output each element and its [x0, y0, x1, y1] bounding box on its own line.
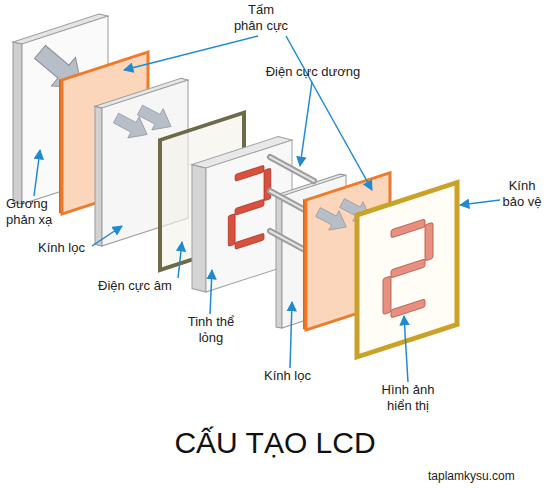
part-label: Điện cực âm — [98, 278, 198, 294]
part-label: Điện cực dương — [255, 64, 371, 80]
digit-segment — [264, 168, 271, 201]
digit-segment — [235, 165, 264, 181]
leader-line — [124, 36, 258, 70]
part-label: Kính lọc — [38, 240, 108, 256]
leader-lines — [34, 36, 500, 382]
digit-segment — [235, 233, 264, 249]
part-label: Kính lọc — [264, 368, 334, 384]
leader-line — [178, 242, 182, 278]
plate-face — [357, 183, 457, 357]
leader-line — [460, 200, 500, 205]
digit-segment — [391, 299, 425, 318]
leader-line — [404, 316, 408, 382]
digit-segment — [228, 214, 235, 247]
digit-segment — [425, 222, 433, 261]
digit-segment — [391, 219, 425, 238]
part-label: Kính bảo vệ — [498, 178, 546, 210]
leader-line — [286, 36, 372, 190]
electrode-rod — [270, 157, 314, 181]
part-label: Hình ảnh hiển thị — [372, 382, 444, 414]
electrode-rod — [270, 157, 314, 181]
diagram-title: CẤU TẠO LCD — [0, 426, 550, 460]
plate-side — [276, 193, 282, 330]
plate-side — [13, 39, 22, 207]
protective-glass — [357, 183, 457, 357]
leader-line — [300, 82, 312, 166]
leader-line — [210, 270, 212, 314]
leader-line — [92, 226, 122, 246]
light-arrow — [134, 99, 176, 137]
leader-line — [34, 150, 40, 196]
digit-segment — [391, 259, 425, 278]
digit-segment — [383, 276, 391, 315]
part-label: Tấm phân cực — [232, 2, 290, 34]
watermark: taplamkysu.com — [428, 468, 548, 484]
leader-line — [290, 302, 292, 368]
plate-side — [192, 160, 206, 297]
part-label: Tinh thể lỏng — [180, 314, 242, 346]
displayed-digit — [383, 216, 433, 320]
part-label: Gương phản xạ — [6, 196, 58, 228]
segment-digit — [228, 163, 270, 252]
digit-segment — [235, 199, 264, 215]
plate-side — [95, 104, 102, 248]
